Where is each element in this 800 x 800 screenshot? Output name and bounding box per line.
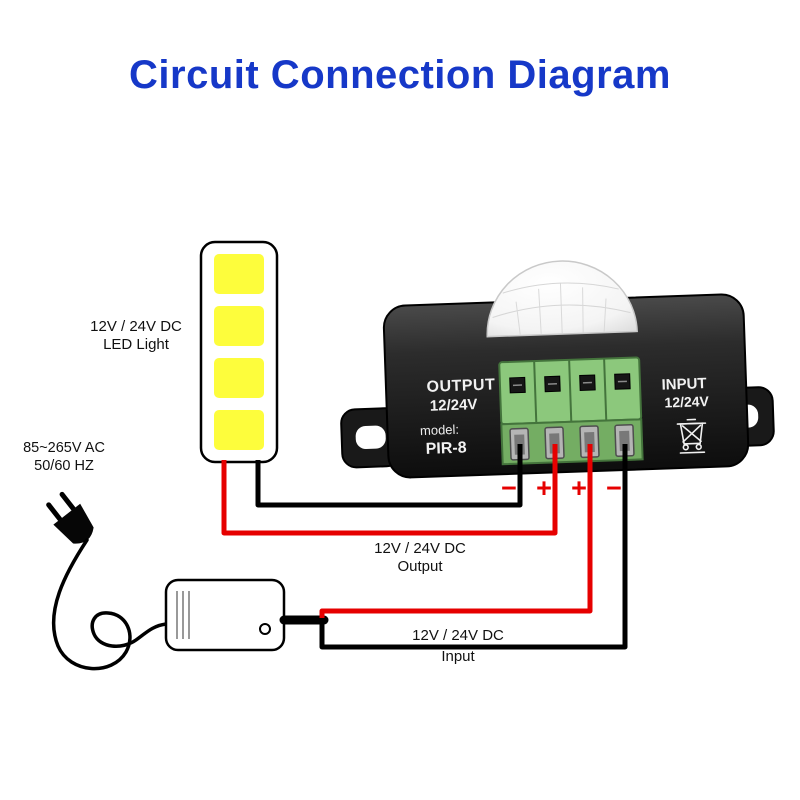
led-label-line2: LED Light xyxy=(103,336,170,353)
polarity-mark-1: − xyxy=(501,473,517,503)
led-chip xyxy=(214,358,264,398)
terminal-separators xyxy=(533,358,608,424)
module-output-voltage: 12/24V xyxy=(430,396,478,415)
led-strip-body xyxy=(199,240,279,464)
output-positive-wire xyxy=(221,444,558,536)
input-label-line2: Input xyxy=(441,648,475,665)
adapter-indicator xyxy=(259,623,271,635)
ac-label-line2: 50/60 HZ xyxy=(34,458,94,474)
dome-facet-line xyxy=(515,283,607,335)
output-negative-wire xyxy=(255,444,523,508)
power-adapter xyxy=(164,578,329,652)
led-chip xyxy=(214,254,264,294)
weee-bin-icon xyxy=(676,418,707,454)
ac-label-line1: 85~265V AC xyxy=(23,440,105,456)
polarity-mark-2: + xyxy=(536,473,552,503)
page-title: Circuit Connection Diagram xyxy=(129,53,671,97)
output-label-line2: Output xyxy=(397,558,443,575)
led-label-line1: 12V / 24V DC xyxy=(90,318,182,335)
pir-dome xyxy=(486,260,638,338)
plug-body xyxy=(53,503,94,544)
module-model-value: PIR-8 xyxy=(425,439,467,457)
module-input-voltage: 12/24V xyxy=(664,393,710,411)
mounting-ear-left xyxy=(340,407,402,469)
input-positive-wire xyxy=(319,444,593,618)
input-label-line1: 12V / 24V DC xyxy=(412,627,504,644)
ac-plug xyxy=(46,491,94,544)
mounting-hole xyxy=(355,425,386,449)
led-chip xyxy=(214,306,264,346)
polarity-mark-4: − xyxy=(606,473,622,503)
terminal-block-lower xyxy=(500,418,644,466)
module-output-label: OUTPUT xyxy=(426,376,495,395)
pir-module: OUTPUT 12/24V model: PIR-8 INPUT 12/24V xyxy=(340,260,775,479)
plug-prong xyxy=(59,491,76,512)
terminal-screws xyxy=(509,373,631,394)
adapter-body xyxy=(164,578,286,652)
ac-cable xyxy=(51,538,168,671)
module-input-label: INPUT xyxy=(661,375,707,394)
plug-prong xyxy=(46,502,63,522)
output-label-line1: 12V / 24V DC xyxy=(374,540,466,557)
led-chip xyxy=(214,410,264,450)
polarity-mark-3: + xyxy=(571,473,587,503)
module-model-label: model: xyxy=(420,422,460,438)
input-negative-wire xyxy=(319,444,628,650)
led-strip xyxy=(199,240,279,464)
